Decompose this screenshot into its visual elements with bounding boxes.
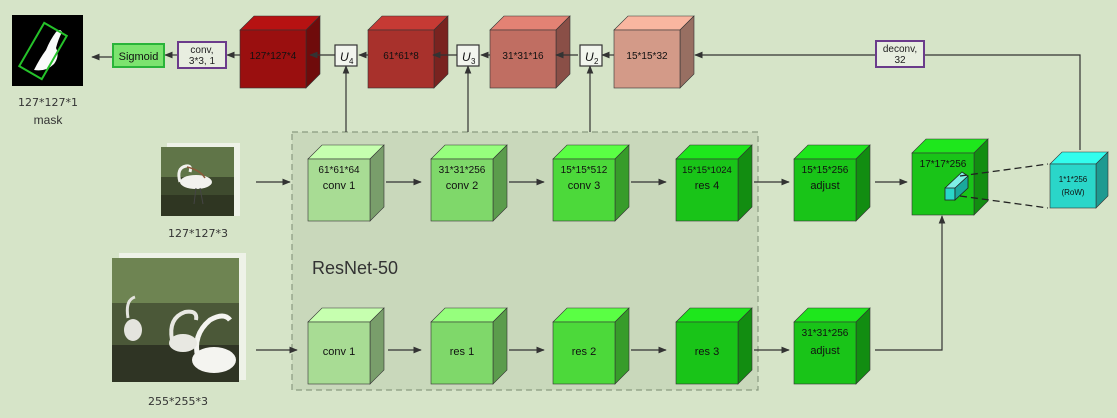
svg-text:3: 3 xyxy=(471,57,476,66)
exemplar-cube-2-name: conv 2 xyxy=(446,180,478,192)
search-cube-1-name: conv 1 xyxy=(323,346,355,358)
conv-label-line2: 3*3, 1 xyxy=(189,56,216,67)
refine-unit-u3: U 3 xyxy=(456,44,480,67)
mask-feature-1-dims: 15*15*32 xyxy=(626,51,668,62)
exemplar-cube-1-name: conv 1 xyxy=(323,180,355,192)
refine-unit-u4: U 4 xyxy=(334,44,358,67)
search-cube-5: 31*31*256 adjust xyxy=(793,307,871,385)
exemplar-cube-2-dims: 31*31*256 xyxy=(439,165,486,176)
search-cube-3: res 2 xyxy=(552,307,630,385)
search-cube-2-name: res 1 xyxy=(450,346,474,358)
exemplar-cube-5-name: adjust xyxy=(810,180,839,192)
exemplar-input-image xyxy=(161,143,240,216)
arrow-row-to-deconv xyxy=(694,51,1081,150)
search-size-label: 255*255*3 xyxy=(148,395,208,408)
deconv-label-line2: 32 xyxy=(894,55,906,66)
correlation-cube-dims: 17*17*256 xyxy=(920,159,967,170)
arrow-search-adjust-to-correlation xyxy=(875,215,946,351)
exemplar-cube-4-dims: 15*15*1024 xyxy=(682,165,732,176)
refine-unit-u2: U 2 xyxy=(579,44,603,67)
correlation-row-highlight xyxy=(944,171,969,201)
search-cube-1: conv 1 xyxy=(307,307,385,385)
deconv-box xyxy=(875,40,925,68)
search-input-image xyxy=(112,253,246,382)
svg-text:U: U xyxy=(585,50,594,64)
row-connector-top xyxy=(959,163,1049,177)
mask-feature-2: 31*31*16 xyxy=(489,15,571,89)
search-cube-5-dims: 31*31*256 xyxy=(802,328,849,339)
deconv-label-line1: deconv, xyxy=(883,44,917,55)
sigmoid-box xyxy=(112,43,165,68)
svg-text:U: U xyxy=(462,50,471,64)
exemplar-size-label: 127*127*3 xyxy=(168,227,228,240)
mask-feature-1: 15*15*32 xyxy=(613,15,695,89)
search-cube-3-name: res 2 xyxy=(572,346,596,358)
exemplar-cube-3-name: conv 3 xyxy=(568,180,600,192)
conv-box xyxy=(177,41,227,69)
exemplar-cube-1-dims: 61*61*64 xyxy=(318,165,360,176)
mask-feature-4: 127*127*4 xyxy=(239,15,321,89)
svg-text:2: 2 xyxy=(594,57,599,66)
row-cube: 1*1*256 (RoW) xyxy=(1049,151,1109,209)
mask-feature-3: 61*61*8 xyxy=(367,15,449,89)
exemplar-cube-1: 61*61*64 conv 1 xyxy=(307,144,385,222)
row-connector-bottom xyxy=(959,195,1049,209)
mask-feature-2-dims: 31*31*16 xyxy=(502,51,544,62)
mask-output-image xyxy=(12,15,83,86)
exemplar-cube-3-dims: 15*15*512 xyxy=(561,165,608,176)
exemplar-cube-2: 31*31*256 conv 2 xyxy=(430,144,508,222)
mask-label: mask xyxy=(34,113,64,127)
svg-text:U: U xyxy=(340,50,349,64)
search-cube-2: res 1 xyxy=(430,307,508,385)
row-cube-name: (RoW) xyxy=(1061,188,1084,197)
exemplar-cube-4: 15*15*1024 res 4 xyxy=(675,144,753,222)
mask-feature-4-dims: 127*127*4 xyxy=(250,51,297,62)
search-cube-4: res 3 xyxy=(675,307,753,385)
conv-label-line1: conv, xyxy=(190,45,213,56)
search-cube-5-name: adjust xyxy=(810,345,839,357)
exemplar-cube-4-name: res 4 xyxy=(695,180,719,192)
search-cube-4-name: res 3 xyxy=(695,346,719,358)
exemplar-cube-5-dims: 15*15*256 xyxy=(802,165,849,176)
row-cube-dims: 1*1*256 xyxy=(1059,175,1088,184)
sigmoid-label: Sigmoid xyxy=(119,51,159,63)
mask-size-label: 127*127*1 xyxy=(18,96,78,109)
svg-text:4: 4 xyxy=(349,57,354,66)
exemplar-cube-5: 15*15*256 adjust xyxy=(793,144,871,222)
correlation-cube: 17*17*256 xyxy=(911,138,989,216)
exemplar-cube-3: 15*15*512 conv 3 xyxy=(552,144,630,222)
mask-feature-3-dims: 61*61*8 xyxy=(383,51,419,62)
backbone-label: ResNet-50 xyxy=(312,258,398,278)
